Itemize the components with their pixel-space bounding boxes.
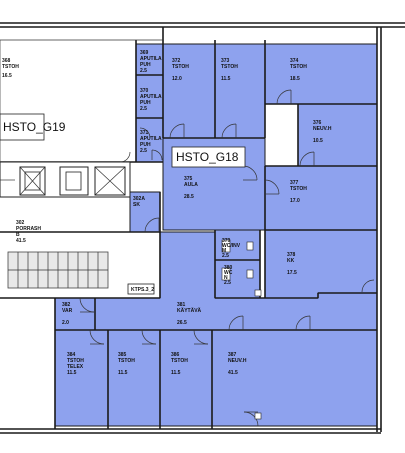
walls	[0, 22, 405, 434]
room-373-area[interactable]	[214, 43, 266, 139]
room-374-area[interactable]	[264, 43, 378, 105]
room-382-area[interactable]	[54, 297, 96, 331]
service-core: KTPS.3_2	[0, 39, 163, 295]
zone-labels: HSTO_G19 HSTO_G18	[0, 113, 246, 168]
room-385-area[interactable]	[107, 329, 161, 427]
room-378-area[interactable]	[264, 229, 378, 299]
room-384-area[interactable]	[54, 329, 109, 427]
room-387-area[interactable]	[211, 329, 378, 427]
door-swings	[79, 89, 375, 427]
zone-label-hsto-g19: HSTO_G19	[3, 120, 66, 134]
room-377-area[interactable]	[264, 165, 378, 231]
highlighted-rooms	[54, 43, 378, 427]
room-372-area[interactable]	[162, 43, 216, 139]
room-376-area[interactable]	[297, 103, 378, 167]
wc-fixtures	[221, 239, 262, 420]
zone-label-hsto-g18: HSTO_G18	[176, 150, 239, 164]
stair-tag: KTPS.3_2	[131, 287, 154, 293]
room-386-area[interactable]	[159, 329, 213, 427]
